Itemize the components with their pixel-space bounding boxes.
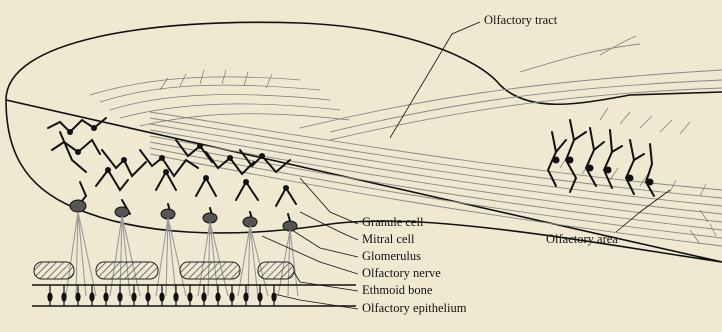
glomeruli xyxy=(70,200,297,231)
olfactory-epithelium xyxy=(32,285,356,306)
label-olfactory-tract: Olfactory tract xyxy=(484,13,558,27)
label-granule-cell: Granule cell xyxy=(362,215,424,229)
tract-fibers xyxy=(150,36,722,246)
label-olfactory-epithelium: Olfactory epithelium xyxy=(362,301,467,315)
olfactory-nerve-fibers xyxy=(66,212,298,296)
olfactory-area-cells xyxy=(548,120,654,196)
label-olfactory-area: Olfactory area xyxy=(546,232,618,246)
leader-lines xyxy=(262,22,670,309)
label-glomerulus: Glomerulus xyxy=(362,249,421,263)
label-mitral-cell: Mitral cell xyxy=(362,232,415,246)
label-olfactory-nerve: Olfactory nerve xyxy=(362,266,441,280)
label-ethmoid-bone: Ethmoid bone xyxy=(362,283,433,297)
